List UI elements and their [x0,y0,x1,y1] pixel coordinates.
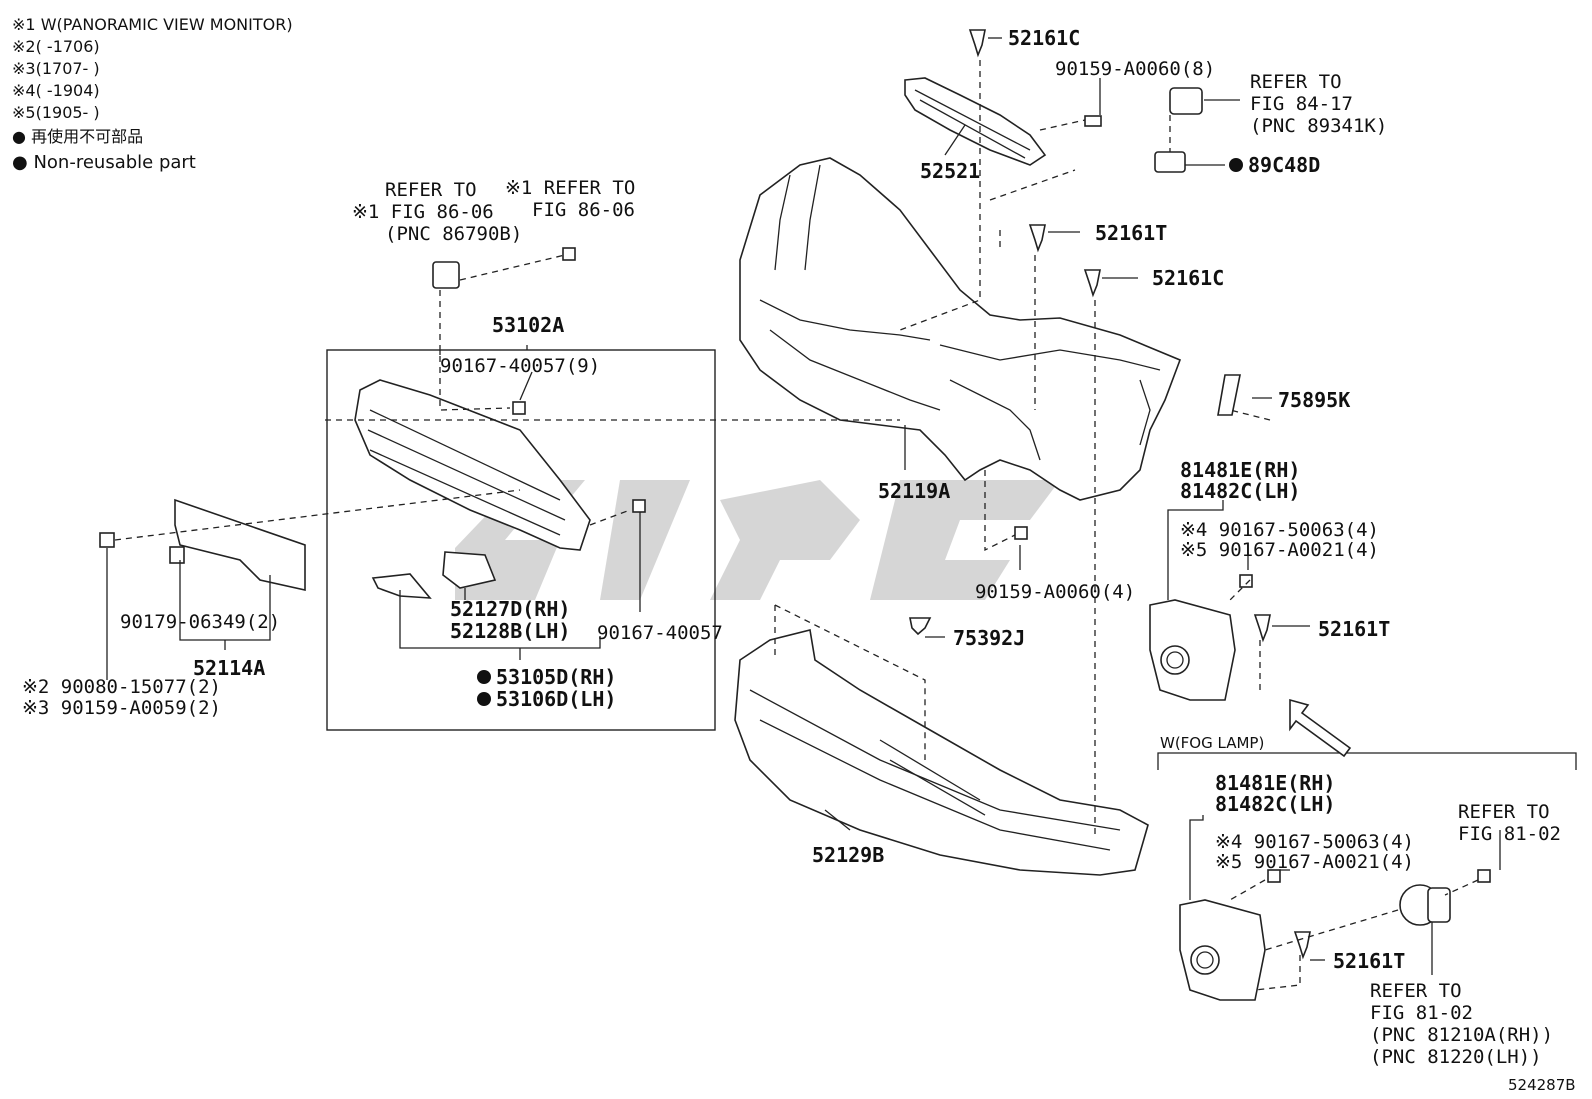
label-75392j: 75392J [953,626,1025,650]
label-75895k: 75895K [1278,388,1350,412]
notes-block: ※1 W(PANORAMIC VIEW MONITOR) ※2( -1706) … [12,15,293,173]
label-90167-50063-b: ※4 90167-50063(4) [1215,831,1414,853]
non-reusable-dot [1229,158,1243,172]
sensor-bracket-icon [1154,151,1186,173]
solid-leaders [106,37,1501,975]
label-53102a: 53102A [492,313,564,337]
fog-lamp-unit [1399,884,1451,926]
bolt-icon [562,247,576,261]
label-90167-50063-a: ※4 90167-50063(4) [1180,519,1379,541]
fog-bezel-lower [1179,899,1266,1001]
refer-81-02-a-line2: FIG 81-02 [1458,823,1561,845]
clip-icon [909,617,932,636]
license-bracket-52114a [174,498,306,591]
bolt-icon [1477,869,1491,883]
label-52114a: 52114A [193,656,265,680]
refer-81-02-b-line4: (PNC 81220(LH)) [1370,1046,1542,1068]
note-4: ※4( -1904) [12,81,100,100]
bolt-icon [512,401,526,415]
note-6: ● 再使用不可部品 [12,127,143,146]
label-81481e-a: 81481E(RH) [1180,458,1300,482]
fog-lamp-bracket [1157,752,1577,770]
bolt-icon [1084,115,1102,127]
label-81482c-b: 81482C(LH) [1215,792,1335,816]
sensor-parts [432,87,1203,289]
label-90159-a0059: ※3 90159-A0059(2) [22,697,221,719]
clip-icon [1083,269,1101,298]
refer-84-17-line2: FIG 84-17 [1250,93,1353,115]
fog-bezel-upper [1149,599,1236,701]
label-90159-a0060-8: 90159-A0060(8) [1055,58,1215,80]
non-reusable-dot [477,692,491,706]
label-89c48d: 89C48D [1248,153,1320,177]
cover-left [371,573,432,599]
label-90167-a0021-b: ※5 90167-A0021(4) [1215,851,1414,873]
label-52161t-b: 52161T [1333,949,1405,973]
refer-86-06-b-line2: FIG 86-06 [532,199,635,221]
note-2: ※2( -1706) [12,37,100,56]
refer-86-06-a-line2: ※1 FIG 86-06 [352,201,494,223]
label-53106d: 53106D(LH) [496,687,616,711]
bumper-cover-52119a [739,157,1182,501]
label-52128b: 52128B(LH) [450,619,570,643]
label-52119a: 52119A [878,479,950,503]
label-90159-a0060-4: 90159-A0060(4) [975,581,1135,603]
bolt-icon [632,499,646,513]
note-5: ※5(1905- ) [12,103,100,122]
refer-81-02-b-line2: FIG 81-02 [1370,1002,1473,1024]
refer-86-06-b-line1: ※1 REFER TO [505,177,635,199]
grille-covers [371,551,497,599]
grille-assembly-box [326,349,716,731]
view-arrow [1289,698,1352,758]
sensor-icon [1169,87,1203,115]
refer-86-06-a-line3: (PNC 86790B) [385,223,522,245]
label-52161c-mid: 52161C [1152,266,1224,290]
bolt-icon [1239,574,1253,588]
label-90167-40057: 90167-40057 [597,622,723,644]
refer-81-02-b-line3: (PNC 81210A(RH)) [1370,1024,1553,1046]
lower-bumper-52129b [734,629,1149,876]
dashed-leaders [114,60,1479,991]
label-52161c-top: 52161C [1008,26,1080,50]
moulding-75895k [1217,374,1241,416]
label-90167-a0021-a: ※5 90167-A0021(4) [1180,539,1379,561]
label-81482c-a: 81482C(LH) [1180,479,1300,503]
label-52521: 52521 [920,159,980,183]
note-1: ※1 W(PANORAMIC VIEW MONITOR) [12,15,293,34]
refer-81-02-a-line1: REFER TO [1458,801,1550,823]
label-81481e-b: 81481E(RH) [1215,771,1335,795]
label-w-fog-lamp: W(FOG LAMP) [1160,734,1264,752]
cover-right [442,551,497,589]
camera-icon [432,261,460,289]
clip-icon [1253,614,1271,643]
label-90080-15077: ※2 90080-15077(2) [22,676,221,698]
note-7: ● Non-reusable part [12,152,196,173]
clip-icon [968,29,986,58]
nut-icon [169,546,185,564]
label-90179-06349: 90179-06349(2) [120,611,280,633]
grille-53102a [354,379,591,551]
label-52161t-r: 52161T [1318,617,1390,641]
refer-86-06-a-line1: REFER TO [385,179,477,201]
bolt-icon [99,532,115,548]
bolt-icon [1267,869,1281,883]
retainer-52521 [904,77,1047,166]
bolt-icon [1014,526,1028,540]
non-reusable-dot [477,670,491,684]
label-52127d: 52127D(RH) [450,597,570,621]
refer-81-02-b-line1: REFER TO [1370,980,1462,1002]
figure-id: 524287B [1508,1076,1576,1094]
refer-84-17-line1: REFER TO [1250,71,1342,93]
label-52129b: 52129B [812,843,884,867]
label-53105d: 53105D(RH) [496,665,616,689]
label-90167-40057-9: 90167-40057(9) [440,355,600,377]
clip-icon [1028,224,1046,253]
clip-icons [99,29,1491,960]
clip-icon [1293,931,1311,960]
refer-84-17-line3: (PNC 89341K) [1250,115,1387,137]
note-3: ※3(1707- ) [12,59,100,78]
label-52161t-mid: 52161T [1095,221,1167,245]
